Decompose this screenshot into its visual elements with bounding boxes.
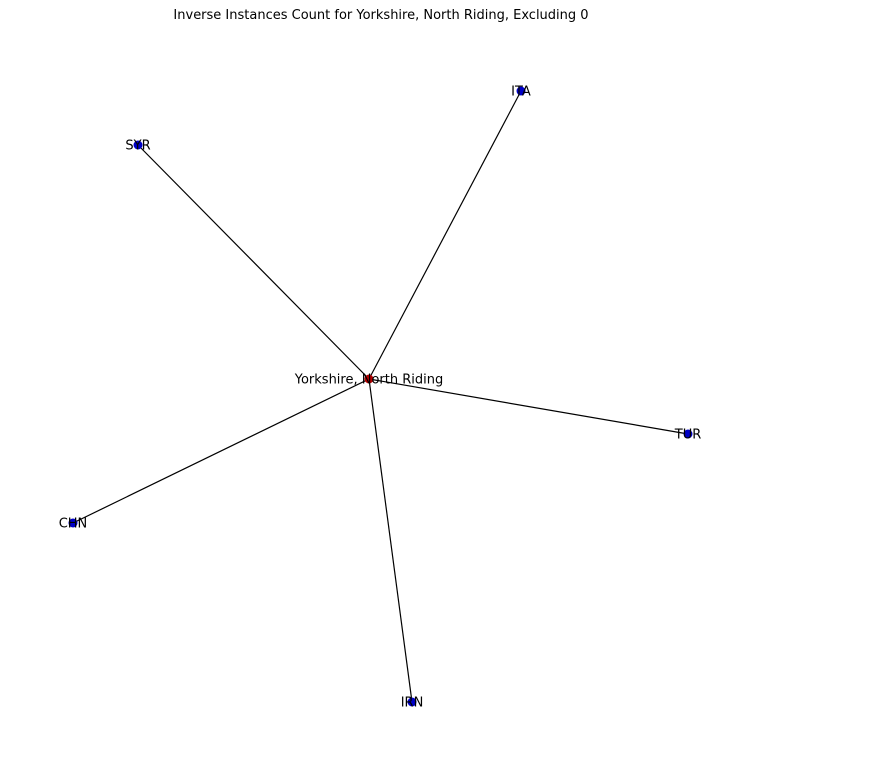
- node-label-ITA: ITA: [511, 85, 531, 100]
- chart-title: Inverse Instances Count for Yorkshire, N…: [173, 8, 589, 23]
- node-IRN: [407, 697, 417, 707]
- edge-center-SYR: [137, 144, 370, 380]
- node-label-center: Yorkshire, North Riding: [294, 373, 443, 388]
- node-SYR: [133, 140, 143, 150]
- node-label-TUR: TUR: [674, 428, 702, 443]
- node-ITA: [516, 86, 526, 96]
- edge-center-ITA: [368, 90, 522, 380]
- node-TUR: [683, 429, 693, 439]
- node-label-IRN: IRN: [401, 696, 424, 711]
- node-CHN: [68, 518, 78, 528]
- node-label-SYR: SYR: [125, 139, 150, 154]
- node-center: [364, 374, 374, 384]
- node-label-CHN: CHN: [59, 517, 88, 532]
- labels-layer: Yorkshire, North Riding ITA SYR TUR CHN IRN: [59, 85, 702, 711]
- edge-center-TUR: [368, 378, 689, 435]
- edge-center-IRN: [368, 378, 413, 703]
- edge-center-CHN: [72, 378, 370, 524]
- nodes-layer: [68, 86, 693, 707]
- edges-layer: [72, 90, 689, 703]
